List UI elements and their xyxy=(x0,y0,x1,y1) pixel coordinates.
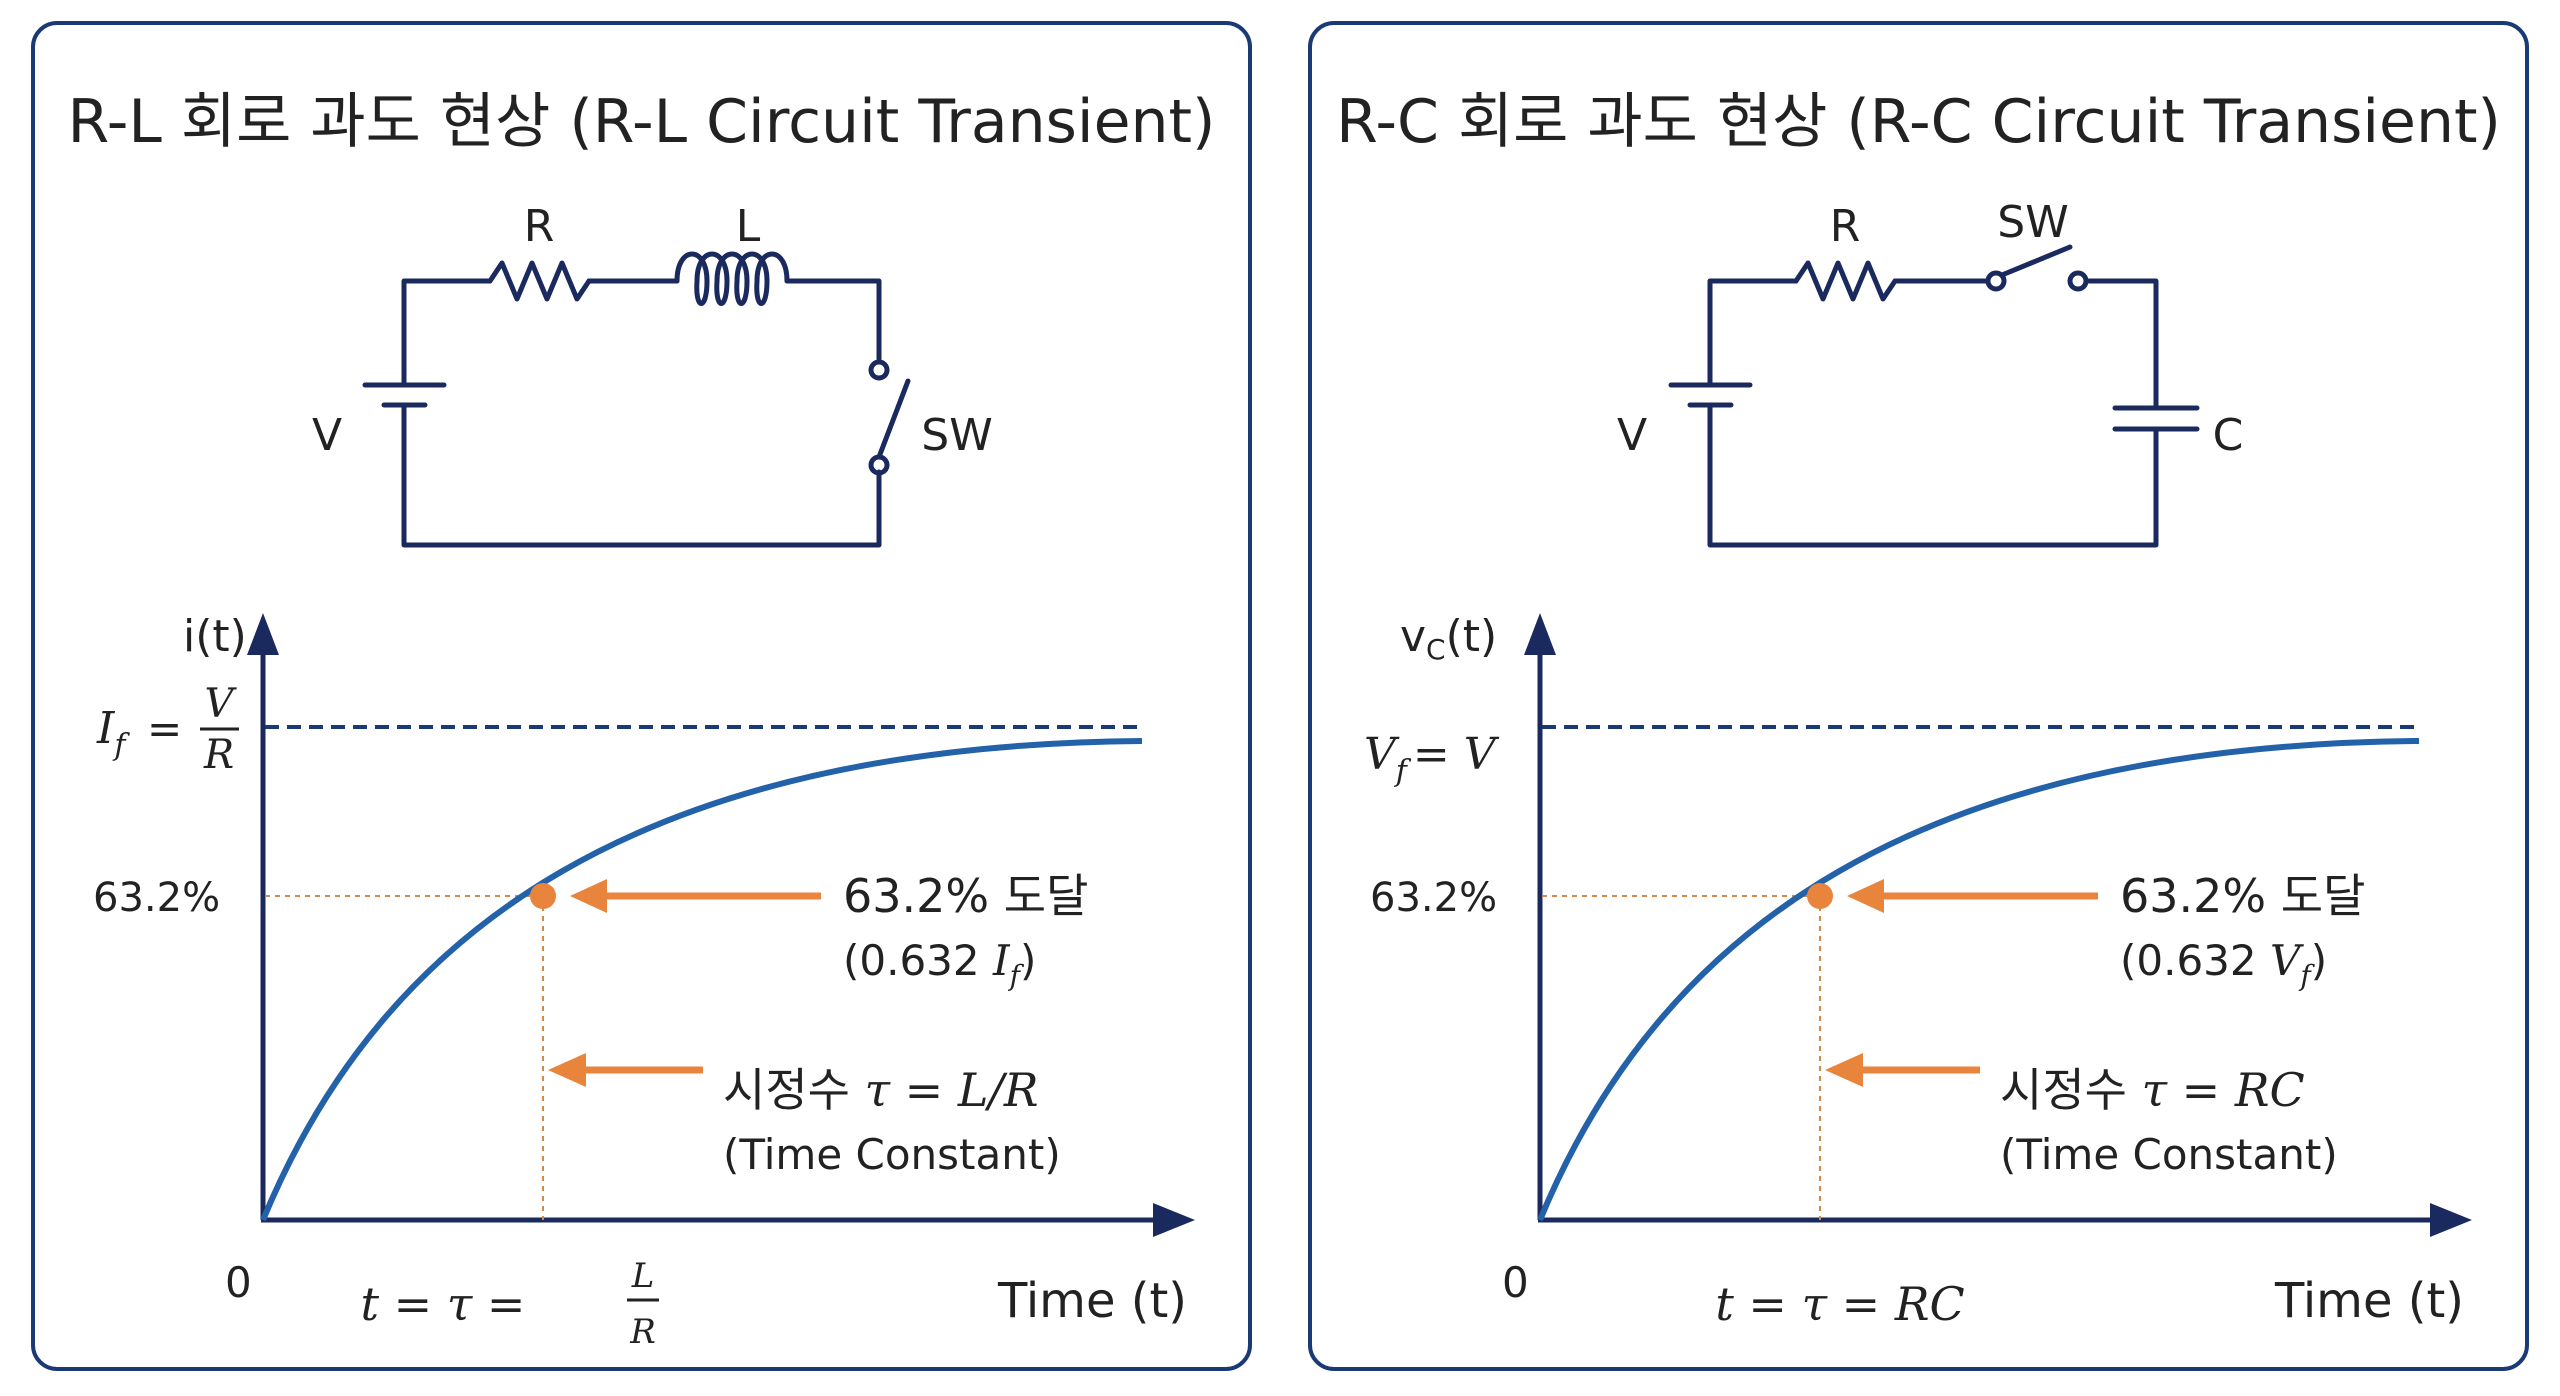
rl-final-numerator: V xyxy=(205,681,238,727)
voltage-curve xyxy=(1537,738,2420,1222)
tc-arrow-head xyxy=(548,1053,586,1087)
rl-tau-denominator: R xyxy=(629,1312,656,1352)
rl-reach-detail: (0.632 If) xyxy=(843,936,1036,992)
rc-reach-title: 63.2% 도달 xyxy=(2120,869,2365,923)
inductor-symbol xyxy=(674,251,790,306)
current-curve xyxy=(260,738,1143,1222)
x-axis-arrow xyxy=(1153,1203,1195,1237)
reach-arrow-head xyxy=(1847,879,1884,913)
rc-y-label: vC(t) xyxy=(1400,611,1497,666)
rc-capacitor-label: C xyxy=(2213,410,2244,461)
y-axis-arrow xyxy=(247,613,279,655)
tc-arrow-head xyxy=(1825,1053,1863,1087)
rc-figure: R SW C V vC(t) Vf= V 63.2% 0 Time (t) t … xyxy=(1364,197,2472,1331)
rc-title: R-C 회로 과도 현상 (R-C Circuit Transient) xyxy=(1336,87,2501,157)
tau-point xyxy=(530,883,556,909)
switch-blade xyxy=(876,378,911,460)
rl-wire-top xyxy=(401,278,493,388)
rc-x-label: Time (t) xyxy=(2274,1273,2464,1329)
rl-reach-title: 63.2% 도달 xyxy=(843,869,1088,923)
rl-x-label: Time (t) xyxy=(997,1273,1187,1329)
rc-origin-label: 0 xyxy=(1502,1258,1529,1307)
rc-tc-english: (Time Constant) xyxy=(2000,1130,2338,1179)
rl-panel: R-L 회로 과도 현상 (R-L Circuit Transient) R L… xyxy=(31,21,1252,1371)
rl-y-label: i(t) xyxy=(183,611,247,662)
rl-switch-label: SW xyxy=(921,410,992,461)
switch-contact-top xyxy=(868,359,890,381)
rc-wire-top xyxy=(1707,278,1799,388)
rl-figure: R L SW V i(t) If = V R 63.2% 0 Time (t) … xyxy=(93,201,1195,1352)
resistor-symbol xyxy=(487,260,592,302)
rc-panel: R-C 회로 과도 현상 (R-C Circuit Transient) R S… xyxy=(1308,21,2529,1371)
rl-tc-label: 시정수 τ = L/R xyxy=(723,1063,1039,1117)
x-axis-arrow xyxy=(2430,1203,2472,1237)
rc-final-label: Vf= V xyxy=(1364,729,1500,789)
rc-tau-equation: t = τ = RC xyxy=(1715,1277,1964,1331)
rl-tau-numerator: L xyxy=(631,1256,655,1296)
rl-origin-label: 0 xyxy=(225,1258,252,1307)
rl-wire-right xyxy=(784,278,882,365)
reach-arrow-head xyxy=(570,879,607,913)
rc-wire-right xyxy=(2083,278,2159,411)
switch-blade xyxy=(1999,244,2073,278)
rc-tc-label: 시정수 τ = RC xyxy=(2000,1063,2305,1117)
rl-tau-lhs: t = τ = xyxy=(361,1277,526,1331)
rl-wire xyxy=(401,402,882,548)
rc-reach-detail: (0.632 Vf) xyxy=(2120,936,2327,992)
rc-pct-label: 63.2% xyxy=(1370,875,1497,921)
rc-wire-bottom xyxy=(1707,402,2159,548)
rl-inductor-label: L xyxy=(736,201,761,252)
rl-final-denominator: R xyxy=(203,732,234,778)
rc-switch-label: SW xyxy=(1997,197,2068,248)
rc-circuit xyxy=(1668,244,2200,548)
rc-resistor-label: R xyxy=(1830,201,1861,252)
rl-circuit xyxy=(362,251,911,548)
rl-pct-label: 63.2% xyxy=(93,875,220,921)
rl-final-equals: = xyxy=(147,704,182,753)
y-axis-arrow xyxy=(1524,613,1556,655)
rc-source-label: V xyxy=(1617,410,1647,461)
resistor-symbol xyxy=(1793,260,1898,302)
tau-point xyxy=(1807,883,1833,909)
rl-resistor-label: R xyxy=(524,201,555,252)
rl-source-label: V xyxy=(312,410,342,461)
switch-contact-left xyxy=(1985,270,2007,292)
rl-title: R-L 회로 과도 현상 (R-L Circuit Transient) xyxy=(67,87,1216,157)
rl-final-symbol: If xyxy=(96,703,130,763)
rl-tc-english: (Time Constant) xyxy=(723,1130,1061,1179)
